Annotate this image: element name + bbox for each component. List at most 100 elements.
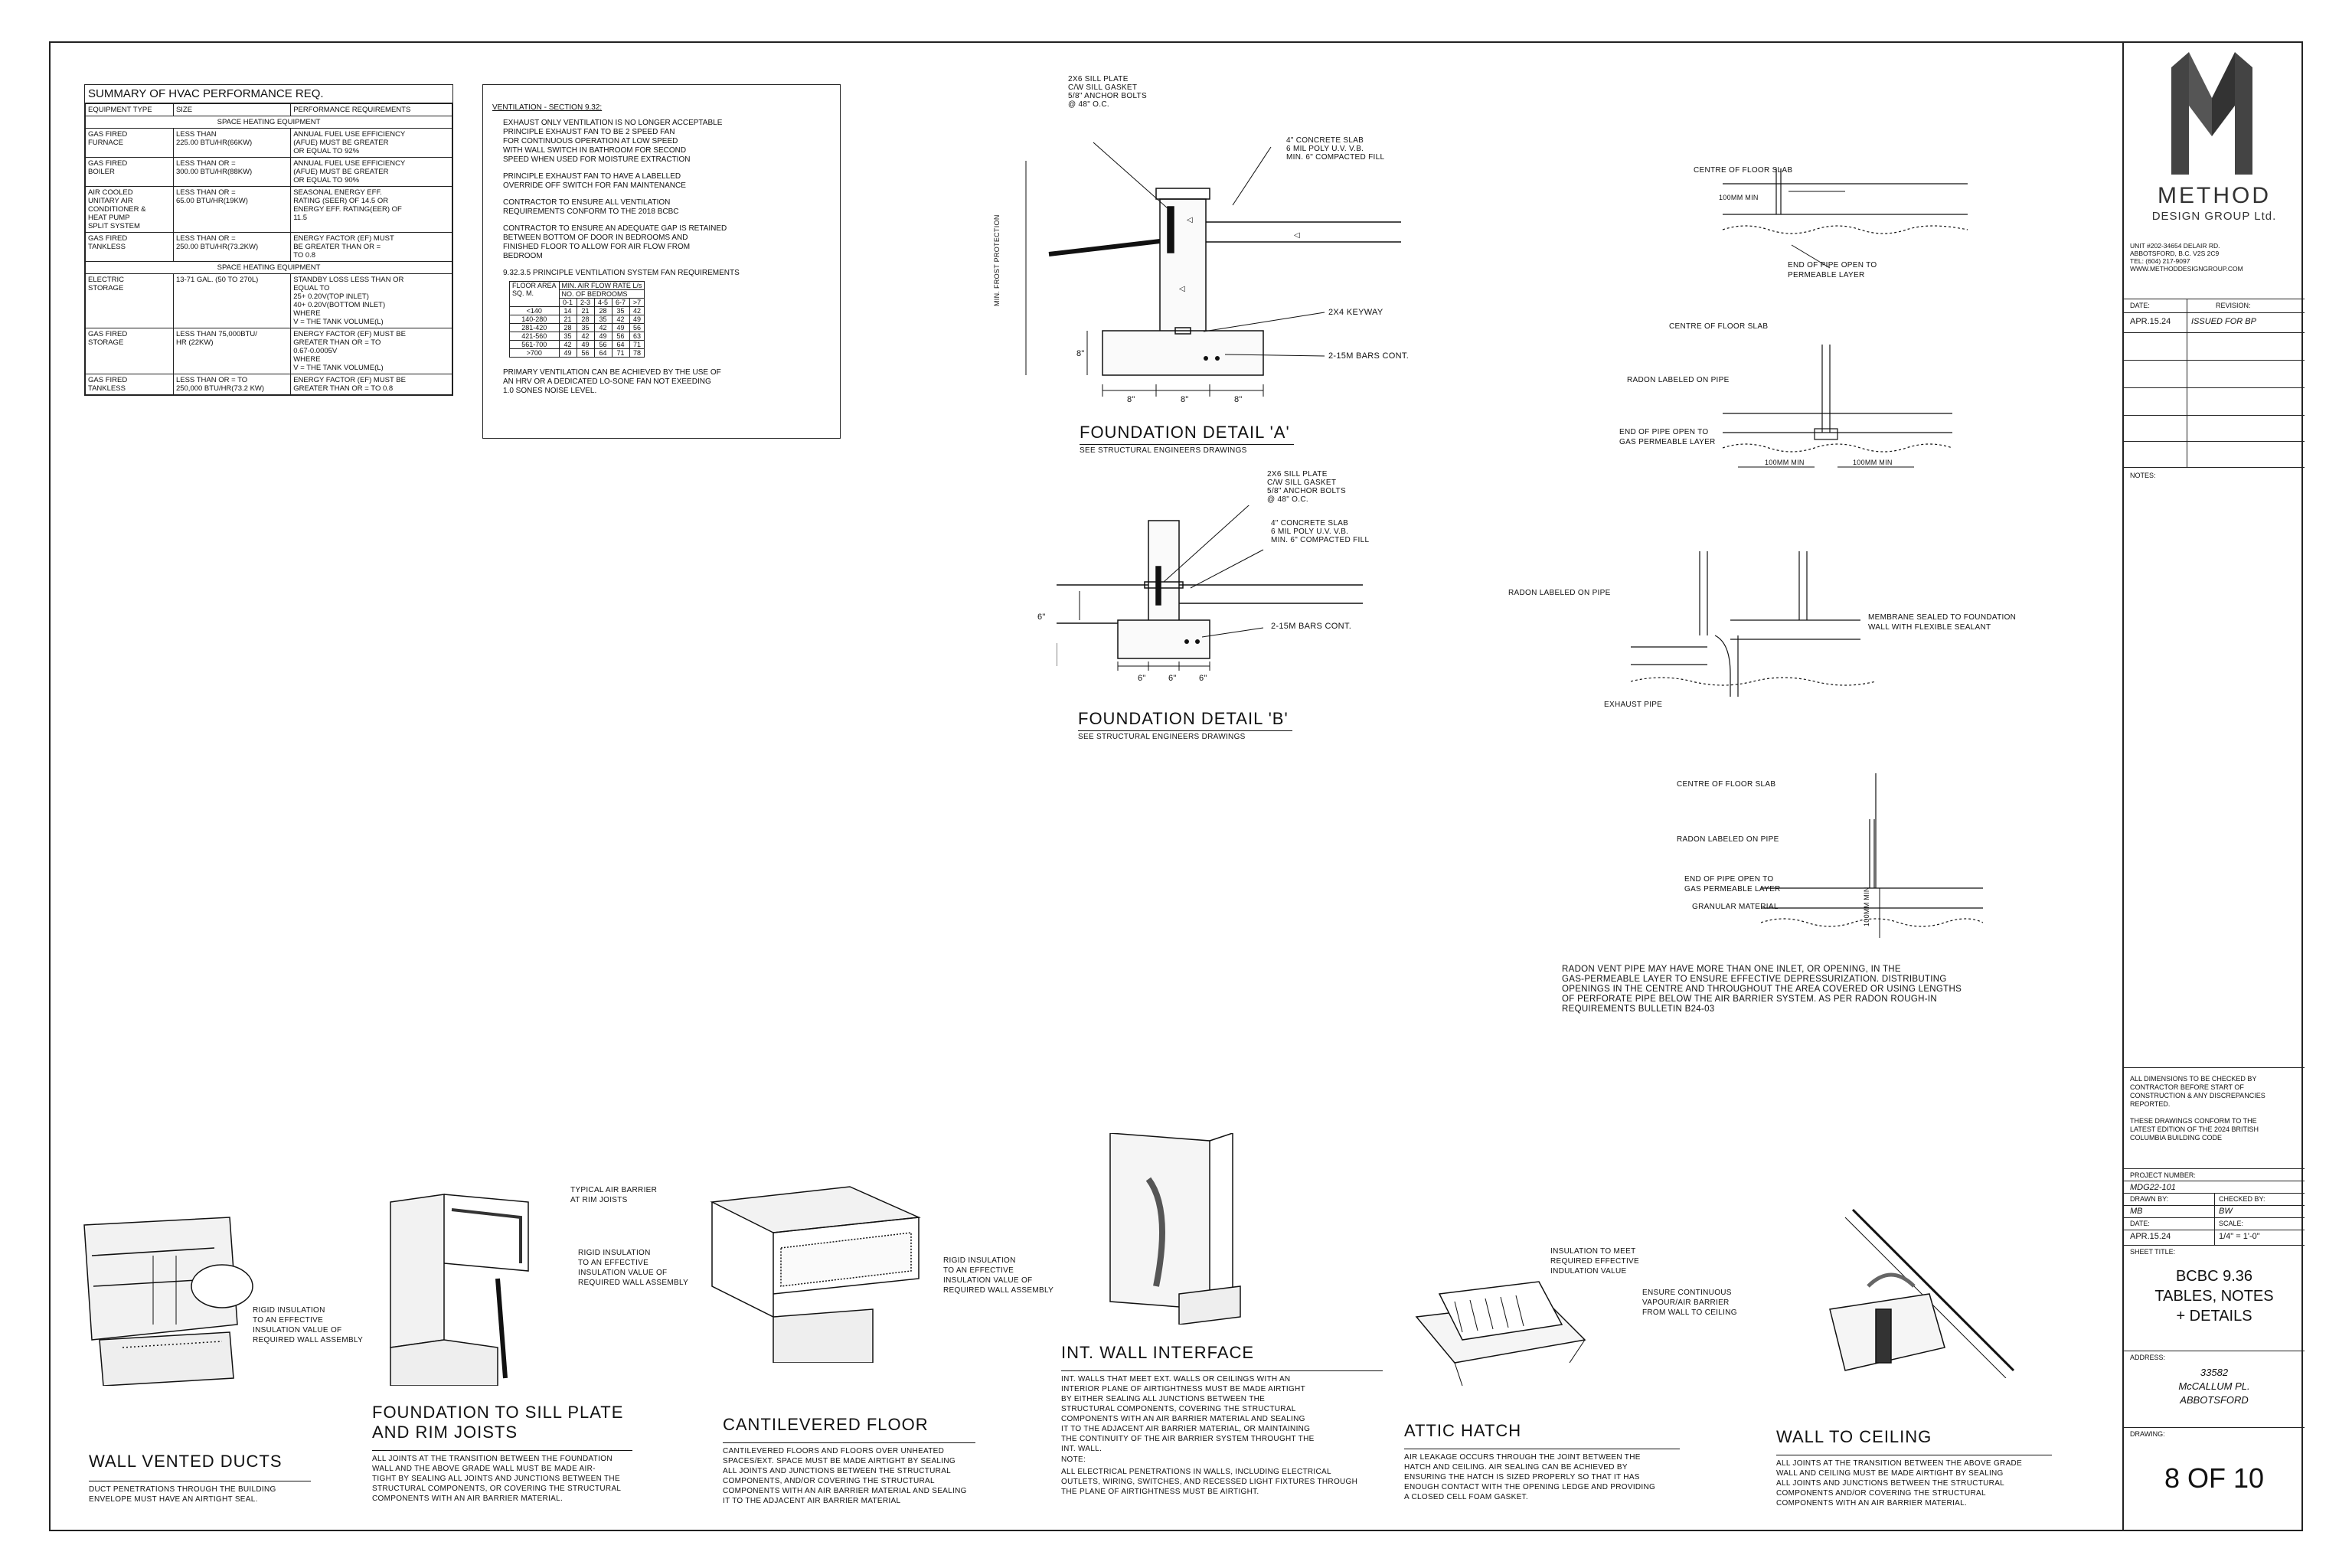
scale-label: SCALE:	[2219, 1220, 2244, 1227]
detail-b-slab-callout: 4" CONCRETE SLAB 6 MIL POLY U.V. V.B. MI…	[1271, 519, 1370, 544]
radon-detail-2	[1723, 345, 1952, 468]
fan-table-cell: 28	[576, 315, 595, 324]
hvac-cell: LESS THAN OR = TO 250,000 BTU/HR(73.2 kW…	[172, 374, 292, 395]
wall-ceiling-callout: ENSURE CONTINUOUS VAPOUR/AIR BARRIER FRO…	[1642, 1289, 1737, 1317]
drawing-label: DRAWING:	[2130, 1430, 2165, 1438]
sill-air-barrier-callout: TYPICAL AIR BARRIER AT RIM JOISTS	[570, 1186, 658, 1204]
detail-a-keyway-callout: 2x4 KEYWAY	[1328, 308, 1383, 317]
fan-table-cell: 64	[593, 348, 612, 358]
fan-table-cell: 42	[558, 340, 577, 349]
svg-text:◁: ◁	[1179, 285, 1185, 293]
radon3-label-pipe: RADON LABELED ON PIPE	[1508, 589, 1611, 597]
radon-note: RADON VENT PIPE MAY HAVE MORE THAN ONE I…	[1562, 965, 1962, 1014]
disclaimer-text: ALL DIMENSIONS TO BE CHECKED BY CONTRACT…	[2130, 1075, 2265, 1142]
hvac-section-heading: SPACE HEATING EQUIPMENT	[85, 261, 452, 274]
hvac-cell: ENERGY FACTOR (EF) MUST BE GREATER THAN …	[290, 374, 452, 395]
radon4-min-dim: 100mm MIN	[1863, 887, 1870, 926]
ventilation-paragraph: CONTRACTOR TO ENSURE AN ADEQUATE GAP IS …	[503, 224, 727, 260]
wall-vented-text: DUCT PENETRATIONS THROUGH THE BUILDING E…	[89, 1481, 311, 1504]
hvac-cell: ELECTRIC STORAGE	[85, 273, 174, 328]
date2-label: DATE:	[2130, 1220, 2150, 1227]
hvac-cell: SEASONAL ENERGY EFF. RATING (SEER) OF 14…	[290, 186, 452, 233]
checked-by-value: BW	[2219, 1207, 2233, 1216]
fan-header-bedrooms: NO. OF BEDROOMS	[558, 289, 645, 299]
date2-value: APR.15.24	[2130, 1232, 2171, 1241]
radon3-exhaust-label: EXHAUST PIPE	[1604, 701, 1663, 709]
hvac-table-title: SUMMARY OF HVAC PERFORMANCE REQ.	[85, 85, 452, 103]
int-wall-title: INT. WALL INTERFACE	[1061, 1343, 1255, 1362]
detail-b-dim: 6"	[1168, 674, 1177, 683]
sill-plate-illustration	[390, 1194, 529, 1386]
fan-table-cell: 140-280	[509, 315, 560, 324]
wall-vented-title: WALL VENTED DUCTS	[89, 1452, 283, 1471]
wall-to-ceiling-illustration	[1829, 1208, 2015, 1378]
cantilever-text: CANTILEVERED FLOORS AND FLOORS OVER UNHE…	[723, 1442, 975, 1506]
ventilation-paragraph: EXHAUST ONLY VENTILATION IS NO LONGER AC…	[503, 119, 723, 164]
sill-text: ALL JOINTS AT THE TRANSITION BETWEEN THE…	[372, 1450, 632, 1504]
detail-b-dim: 6"	[1199, 674, 1207, 683]
fan-table-cell: 35	[593, 315, 612, 324]
fan-table-cell: 42	[611, 315, 630, 324]
wall-ceiling-text: ALL JOINTS AT THE TRANSITION BETWEEN THE…	[1776, 1455, 2052, 1508]
date-value: APR.15.24	[2130, 317, 2171, 326]
project-number-label: PROJECT NUMBER:	[2130, 1171, 2196, 1179]
fan-table-cell: 64	[611, 340, 630, 349]
fan-table-cell: 56	[611, 332, 630, 341]
radon2-label-pipe: RADON LABELED ON PIPE	[1627, 376, 1730, 384]
hvac-cell: AIR COOLED UNITARY AIR CONDITIONER & HEA…	[85, 186, 174, 233]
radon-detail-3	[1631, 551, 1876, 697]
fan-table-cell: 21	[558, 315, 577, 324]
int-wall-text: INT. WALLS THAT MEET EXT. WALLS OR CEILI…	[1061, 1370, 1383, 1454]
detail-b-sill-callout: 2x6 SILL PLATE C/W SILL GASKET 5/8" ANCH…	[1267, 470, 1346, 504]
hvac-cell: LESS THAN OR = 300.00 BTU/HR(88kW)	[172, 157, 292, 187]
hvac-header-performance: PERFORMANCE REQUIREMENTS	[290, 103, 452, 116]
ventilation-footer: PRIMARY VENTILATION CAN BE ACHIEVED BY T…	[503, 368, 721, 395]
company-address: UNIT #202-34654 DELAIR RD. ABBOTSFORD, B…	[2130, 242, 2243, 273]
fan-table-cell: 42	[593, 323, 612, 332]
detail-b-subtitle: SEE STRUCTURAL ENGINEERS DRAWINGS	[1078, 730, 1292, 741]
fan-bedroom-header: 4-5	[593, 298, 612, 307]
fan-bedroom-header: 2-3	[576, 298, 595, 307]
radon1-min-dim: 100mm MIN	[1719, 194, 1759, 201]
fan-table-cell: 281-420	[509, 323, 560, 332]
radon2-centre-label: CENTRE OF FLOOR SLAB	[1669, 322, 1769, 331]
detail-a-slab-callout: 4" CONCRETE SLAB 6 MIL POLY U.V. V.B. MI…	[1286, 136, 1385, 162]
fan-table-cell: 63	[629, 332, 645, 341]
radon1-end-label: END OF PIPE OPEN TO PERMEABLE LAYER	[1788, 261, 1877, 279]
fan-table-cell: 35	[611, 306, 630, 315]
attic-text: AIR LEAKAGE OCCURS THROUGH THE JOINT BET…	[1404, 1449, 1680, 1502]
hvac-cell: 13-71 GAL. (50 TO 270L)	[172, 273, 292, 328]
fan-bedroom-header: 6-7	[611, 298, 630, 307]
detail-a-bars-callout: 2-15m BARS CONT.	[1328, 351, 1410, 361]
wall-vented-callout: RIGID INSULATION TO AN EFFECTIVE INSULAT…	[253, 1306, 364, 1344]
notes-label: NOTES:	[2130, 472, 2156, 479]
revision-label: REVISION:	[2216, 302, 2251, 309]
detail-a-frost-label: MIN. FROST PROTECTION	[993, 214, 1001, 306]
fan-table-cell: 42	[629, 306, 645, 315]
cantilever-callout: RIGID INSULATION TO AN EFFECTIVE INSULAT…	[943, 1256, 1054, 1295]
hvac-cell: ANNUAL FUEL USE EFFICIENCY (AFUE) MUST B…	[290, 157, 452, 187]
hvac-cell: GAS FIRED BOILER	[85, 157, 174, 187]
fan-table-cell: 49	[558, 348, 577, 358]
address-label: ADDRESS:	[2130, 1354, 2166, 1361]
attic-title: ATTIC HATCH	[1404, 1421, 1522, 1440]
fan-table-title: 9.32.3.5 PRINCIPLE VENTILATION SYSTEM FA…	[503, 269, 740, 277]
hvac-cell: GAS FIRED TANKLESS	[85, 232, 174, 262]
hvac-cell: ANNUAL FUEL USE EFFICIENCY (AFUE) MUST B…	[290, 128, 452, 158]
detail-a-sill-callout: 2x6 SILL PLATE C/W SILL GASKET 5/8" ANCH…	[1068, 75, 1147, 109]
foundation-detail-a-drawing: ◁◁◁	[1025, 142, 1401, 397]
title-block: METHOD DESIGN GROUP Ltd. UNIT #202-34654…	[2122, 41, 2305, 1531]
detail-b-dim: 6"	[1138, 674, 1146, 683]
hvac-cell: LESS THAN OR = 250.00 BTU/HR(73.2kW)	[172, 232, 292, 262]
checked-by-label: CHECKED BY:	[2219, 1195, 2265, 1203]
radon2-min-right: 100mm MIN	[1853, 459, 1893, 466]
fan-table-cell: 49	[629, 315, 645, 324]
int-wall-note-label: NOTE:	[1061, 1455, 1086, 1464]
